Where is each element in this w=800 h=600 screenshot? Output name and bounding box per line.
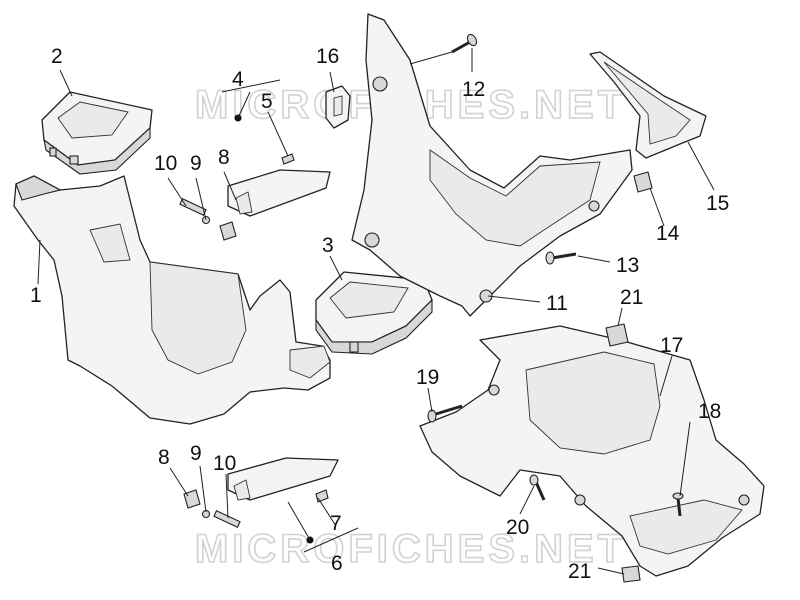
part-14-clip <box>633 171 653 193</box>
callout-20: 20 <box>506 516 529 539</box>
callout-21-lower: 21 <box>568 560 591 583</box>
callout-2: 2 <box>51 45 63 68</box>
watermark-bottom: MICROFICHES.NET <box>195 527 626 571</box>
part-20-screw <box>529 474 546 501</box>
part-15-frame <box>589 51 707 159</box>
callout-18: 18 <box>698 400 721 423</box>
callout-16: 16 <box>316 45 339 68</box>
part-18-screw <box>672 492 684 517</box>
part-11-inner-panel <box>351 13 633 317</box>
callout-3: 3 <box>322 234 334 257</box>
leader-lines <box>37 48 715 575</box>
callout-21-upper: 21 <box>620 286 643 309</box>
callout-11: 11 <box>546 292 568 315</box>
callout-13: 13 <box>616 254 639 277</box>
callout-19: 19 <box>416 366 439 389</box>
part-21-clip-lower <box>621 565 641 583</box>
part-1-front-shield <box>13 175 331 425</box>
part-2-tray <box>41 91 153 175</box>
callout-12: 12 <box>462 78 485 101</box>
callout-7: 7 <box>330 512 342 535</box>
part-17-rear-cover <box>419 325 765 577</box>
callout-17: 17 <box>660 334 683 357</box>
callout-5: 5 <box>261 90 273 113</box>
callout-8-lower: 8 <box>158 446 170 469</box>
upper-bracket-group <box>179 114 331 241</box>
callout-9-lower: 9 <box>190 442 202 465</box>
part-3-tray <box>315 271 433 355</box>
callout-1: 1 <box>30 284 42 307</box>
callout-8-upper: 8 <box>218 146 230 169</box>
callout-14: 14 <box>656 222 680 245</box>
part-21-clip-upper <box>605 323 629 347</box>
callout-10-lower: 10 <box>213 452 236 475</box>
callout-6: 6 <box>331 552 343 575</box>
callout-10-upper: 10 <box>154 152 177 175</box>
part-16-clip <box>325 85 351 129</box>
callout-9-upper: 9 <box>190 152 202 175</box>
callout-15: 15 <box>706 192 729 215</box>
part-12-screw <box>451 33 478 54</box>
callouts: 2 1 3 4 5 8 9 10 16 12 11 13 14 15 21 17… <box>30 45 729 583</box>
part-13-screw <box>545 251 577 265</box>
part-19-screw <box>427 404 463 423</box>
callout-4: 4 <box>232 68 244 91</box>
